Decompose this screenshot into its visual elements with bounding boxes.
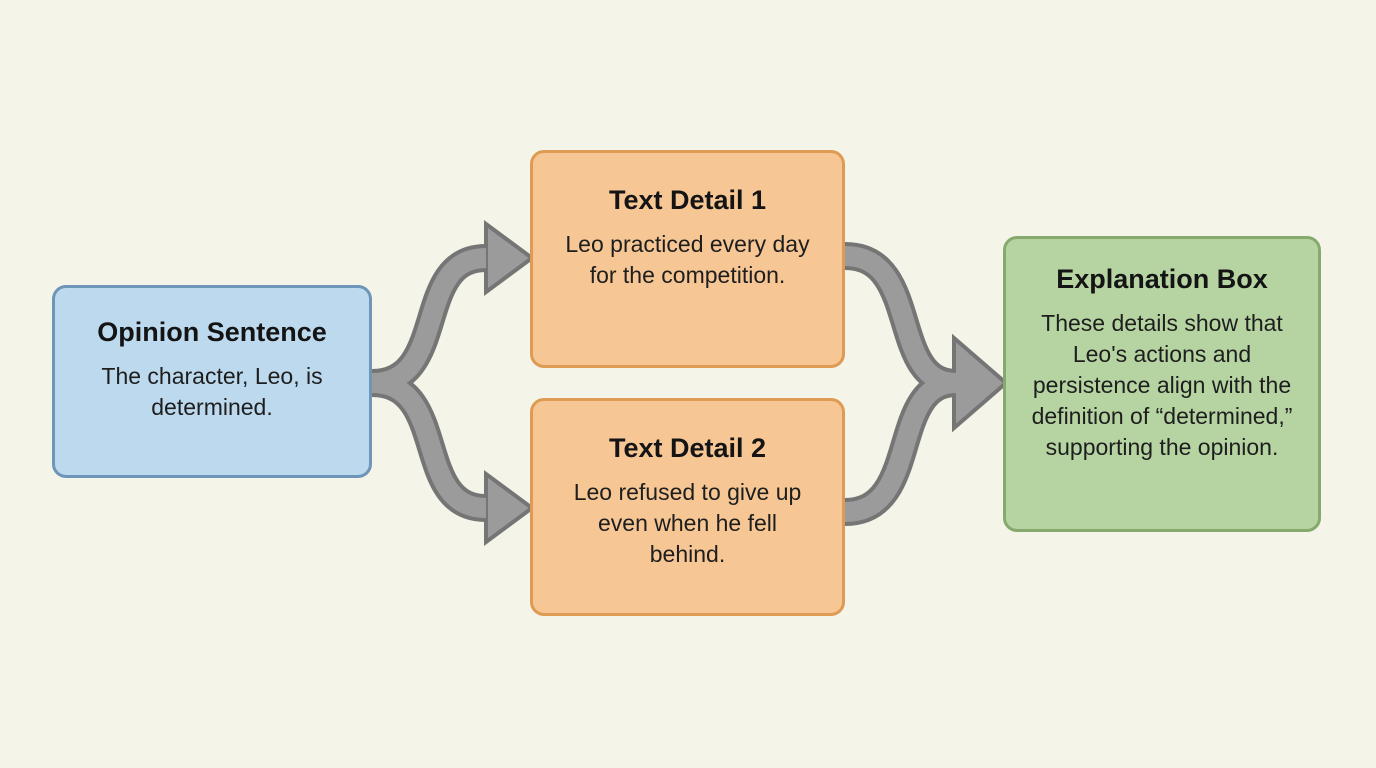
text-detail-1-box: Text Detail 1 Leo practiced every day fo…	[530, 150, 845, 368]
arrow-detail1-to-explanation	[844, 246, 957, 393]
arrowhead-to-detail1	[484, 220, 536, 296]
opinion-sentence-title: Opinion Sentence	[97, 317, 327, 347]
opinion-sentence-box: Opinion Sentence The character, Leo, is …	[52, 285, 372, 478]
text-detail-2-body: Leo refused to give up even when he fell…	[573, 479, 802, 568]
arrow-opinion-to-detail2	[371, 373, 487, 518]
arrow-detail2-to-explanation	[844, 373, 957, 522]
arrowhead-to-detail2	[484, 470, 536, 546]
explanation-box-body: These details show that Leo's actions an…	[1031, 310, 1293, 461]
explanation-box-title: Explanation Box	[1056, 264, 1268, 294]
text-detail-2-title: Text Detail 2	[608, 433, 767, 463]
explanation-box: Explanation Box These details show that …	[1003, 236, 1321, 532]
text-detail-1-title: Text Detail 1	[608, 185, 767, 215]
text-detail-2-box: Text Detail 2 Leo refused to give up eve…	[530, 398, 845, 616]
arrow-opinion-to-detail1	[371, 248, 487, 393]
text-detail-1-body: Leo practiced every day for the competit…	[565, 231, 810, 289]
arrowhead-to-explanation	[952, 333, 1010, 433]
opinion-sentence-body: The character, Leo, is determined.	[101, 363, 323, 421]
